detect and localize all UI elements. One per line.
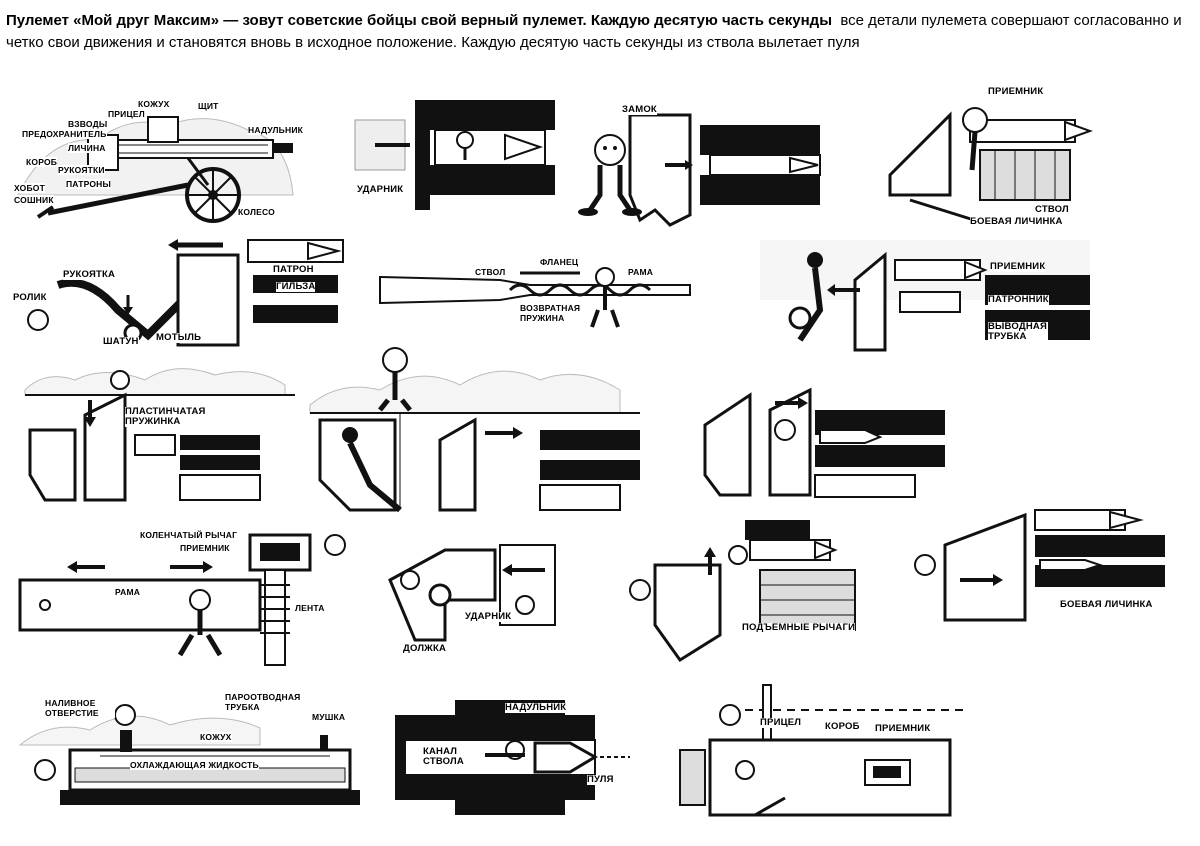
label-plastinchataya-pruzhinka: ПЛАСТИНЧАТАЯ ПРУЖИНКА — [125, 407, 225, 427]
label-pricel: ПРИЦЕЛ — [108, 109, 145, 119]
panel-striker: УДАРНИК — [354, 95, 555, 215]
label-mushka: МУШКА — [312, 712, 346, 722]
label-stvol: СТВОЛ — [1035, 204, 1069, 215]
panel-lifting-levers: ПОДЪЕМНЫЕ РЫЧАГИ — [620, 515, 865, 665]
label-priemnik: ПРИЕМНИК — [988, 86, 1044, 97]
label-rama-2: РАМА — [115, 587, 141, 597]
lock-figure-drawing — [309, 347, 640, 513]
panel-sight: ПРИЦЕЛ КОРОБ ПРИЕМНИК — [675, 680, 975, 830]
label-podemnye-rychagi: ПОДЪЕМНЫЕ РЫЧАГИ — [742, 622, 856, 633]
label-shchit: ЩИТ — [198, 101, 219, 111]
label-patron: ПАТРОН — [273, 264, 314, 275]
feed-cartridge-drawing — [703, 387, 945, 498]
label-kanal-stvola: КАНАЛ СТВОЛА — [423, 747, 473, 767]
label-vozvratnaya-pruzhina: ВОЗВРАТНАЯ ПРУЖИНА — [520, 303, 581, 323]
lock-drawing — [578, 113, 821, 227]
panel-barrel-spring: СТВОЛ ФЛАНЕЦ РАМА ВОЗВРАТНАЯ ПРУЖИНА — [379, 255, 700, 335]
label-lichina: ЛИЧИНА — [68, 143, 106, 153]
label-korob-2: КОРОБ — [825, 721, 860, 732]
label-rukoyatka: РУКОЯТКА — [63, 269, 116, 280]
label-korob: КОРОБ — [26, 157, 58, 167]
label-boevaya-lichinka-2: БОЕВАЯ ЛИЧИНКА — [1060, 599, 1153, 610]
striker-drawing — [354, 100, 555, 210]
label-vzvody: ВЗВОДЫ — [68, 119, 108, 129]
crank-lever-drawing — [18, 533, 346, 666]
label-boevaya-lichinka: БОЕВАЯ ЛИЧИНКА — [970, 216, 1063, 227]
label-ohlazhdayushchaya-zhidkost: ОХЛАЖДАЮЩАЯ ЖИДКОСТЬ — [130, 760, 259, 770]
barrel-spring-drawing — [379, 267, 691, 328]
panel-feed-cartridge — [700, 385, 950, 505]
panel-jacket-cooling: НАЛИВНОЕ ОТВЕРСТИЕ ПАРООТВОДНАЯ ТРУБКА М… — [18, 690, 360, 820]
panel-muzzle: НАДУЛЬНИК КАНАЛ СТВОЛА ПУЛЯ — [395, 695, 635, 825]
label-priemnik-3: ПРИЕМНИК — [180, 543, 230, 553]
label-nalivnoe-otverstie: НАЛИВНОЕ ОТВЕРСТИЕ — [45, 698, 115, 718]
panel-handle: РУКОЯТКА РОЛИК ШАТУН МОТЫЛЬ ПАТРОН ГИЛЬЗ… — [8, 235, 348, 350]
label-koleso: КОЛЕСО — [238, 207, 275, 217]
label-priemnik-2: ПРИЕМНИК — [990, 261, 1046, 272]
panel-combat-larva: БОЕВАЯ ЛИЧИНКА — [885, 505, 1165, 630]
label-patronnik: ПАТРОННИК — [988, 294, 1049, 305]
panel-crank-lever: КОЛЕНЧАТЫЙ РЫЧАГ ПРИЕМНИК РАМА ЛЕНТА — [18, 525, 360, 675]
leaf-spring-drawing — [24, 368, 295, 502]
trigger-drawing — [388, 544, 556, 642]
panel-general-view: ПРИЦЕЛ КОЖУХ ЩИТ ВЗВОДЫ ПРЕДОХРАНИТЕЛЬ Л… — [8, 95, 304, 225]
panel-receiver: ПРИЕМНИК СТВОЛ БОЕВАЯ ЛИЧИНКА — [880, 85, 1110, 230]
label-lenta: ЛЕНТА — [295, 603, 325, 613]
label-gilza: ГИЛЬЗА — [276, 281, 316, 292]
header-caption: Пулемет «Мой друг Максим» — зовут советс… — [6, 10, 1196, 54]
label-predohranitel: ПРЕДОХРАНИТЕЛЬ — [22, 129, 107, 139]
label-rolik: РОЛИК — [13, 292, 47, 303]
label-stvol-2: СТВОЛ — [475, 267, 506, 277]
label-udarnik-2: УДАРНИК — [465, 611, 512, 622]
label-shatun: ШАТУН — [103, 336, 139, 347]
label-vyvodnaya-trubka: ВЫВОДНАЯ ТРУБКА — [988, 321, 1048, 342]
label-soshnik: СОШНИК — [14, 195, 54, 205]
label-kozhuh-2: КОЖУХ — [200, 732, 232, 742]
label-rukoyatki: РУКОЯТКИ — [58, 165, 105, 175]
label-patrony: ПАТРОНЫ — [66, 179, 112, 189]
caption-rest: все детали пулемета совершают согласован… — [6, 12, 1182, 51]
caption-bold: Пулемет «Мой друг Максим» — зовут советс… — [6, 12, 833, 29]
label-udarnik: УДАРНИК — [357, 184, 404, 195]
panel-lock: ЗАМОК — [560, 100, 830, 227]
label-nadulnik: НАДУЛЬНИК — [248, 125, 304, 135]
label-hobot: ХОБОТ — [14, 183, 45, 193]
handle-drawing — [27, 239, 344, 347]
label-pricel-2: ПРИЦЕЛ — [760, 717, 802, 728]
label-kolenchatyi-rychag: КОЛЕНЧАТЫЙ РЫЧАГ — [140, 530, 238, 540]
panel-lock-figure — [309, 345, 640, 515]
sight-drawing — [679, 684, 965, 817]
lifting-levers-drawing — [629, 520, 856, 663]
label-kozhuh: КОЖУХ — [138, 99, 170, 109]
muzzle-drawing — [395, 700, 630, 815]
label-nadulnik-2: НАДУЛЬНИК — [505, 702, 567, 713]
label-rama: РАМА — [628, 267, 654, 277]
panel-chamber: ПРИЕМНИК ПАТРОННИК ВЫВОДНАЯ ТРУБКА — [760, 240, 1090, 355]
combat-larva-drawing — [914, 509, 1165, 622]
label-paroootvodnaya-trubka: ПАРООТВОДНАЯ ТРУБКА — [225, 692, 305, 712]
label-motyl: МОТЫЛЬ — [156, 332, 202, 343]
receiver-drawing — [888, 107, 1093, 227]
panel-leaf-spring: ПЛАСТИНЧАТАЯ ПРУЖИНКА — [24, 355, 295, 505]
label-priemnik-4: ПРИЕМНИК — [875, 723, 931, 734]
label-pulya: ПУЛЯ — [587, 774, 614, 785]
panel-trigger: ДОЛЖКА УДАРНИК — [385, 540, 565, 660]
label-zamok: ЗАМОК — [622, 104, 657, 115]
label-flanets: ФЛАНЕЦ — [540, 257, 579, 267]
label-dolzhka: ДОЛЖКА — [403, 643, 447, 654]
